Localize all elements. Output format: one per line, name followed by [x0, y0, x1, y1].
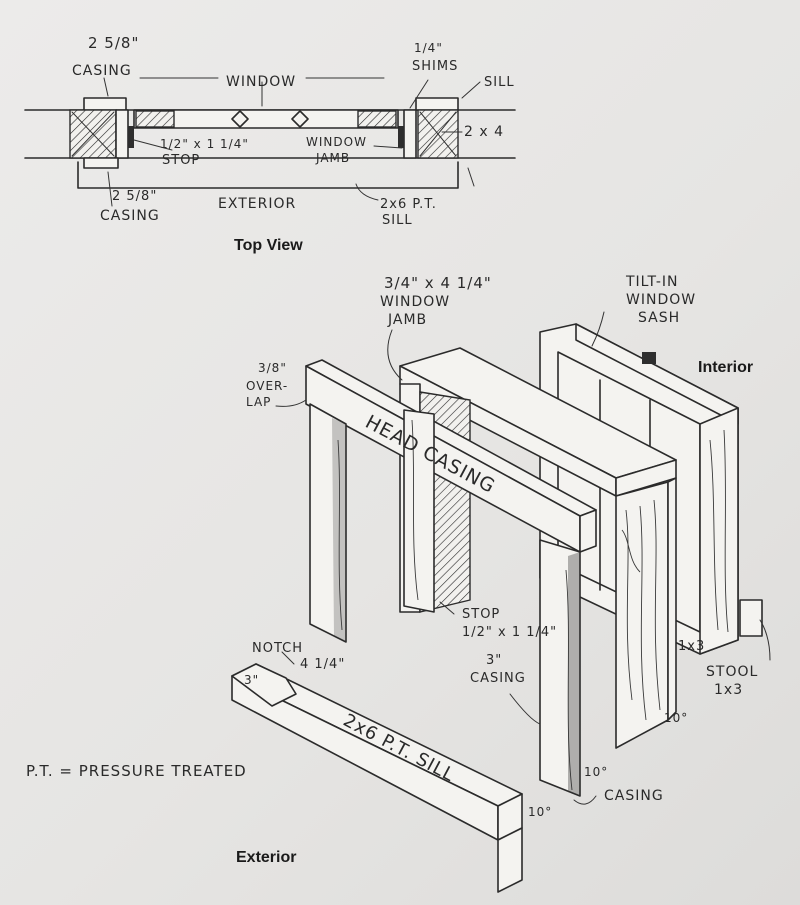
sash-label-1: TILT-IN	[625, 274, 678, 290]
two-by-four-label: 2 x 4	[464, 124, 504, 140]
one-by-three-label: 1x3	[678, 639, 705, 654]
isometric-view: 3/4" x 4 1/4" WINDOW JAMB TILT-IN WINDOW…	[231, 274, 771, 893]
jamb-label-1: WINDOW	[380, 294, 450, 310]
casing-bottom-label: CASING	[100, 208, 160, 224]
overlap-label-1: OVER-	[246, 379, 288, 393]
casing-top-label: CASING	[72, 63, 132, 79]
overlap-label-2: LAP	[246, 395, 271, 409]
sill-label: SILL	[484, 75, 515, 90]
angle-label-2: 10°	[584, 765, 608, 779]
stool-label: STOOL	[706, 664, 758, 680]
window-jamb-label-1: WINDOW	[306, 135, 367, 149]
pt-sill-board	[231, 663, 523, 893]
sash-label-2: WINDOW	[626, 292, 696, 308]
angle-label-3: 10°	[528, 805, 552, 819]
casing-bottom-size: 2 5/8"	[112, 189, 157, 204]
jamb-label-2: JAMB	[387, 312, 427, 328]
pt-sill-label-2: SILL	[382, 213, 413, 228]
casing-bottom-iso-label: CASING	[604, 788, 664, 804]
jamb-size: 3/4" x 4 1/4"	[384, 274, 492, 292]
stop-label: STOP	[162, 153, 200, 168]
top-view-title: Top View	[234, 237, 303, 254]
interior-label: Interior	[698, 359, 753, 376]
casing-top-size: 2 5/8"	[88, 34, 139, 52]
casing-3-size: 3"	[486, 653, 502, 668]
head-casing-assembly	[305, 359, 597, 797]
window-label: WINDOW	[226, 74, 296, 90]
shims-label: SHIMS	[412, 59, 458, 74]
stop-size: 1/2" x 1 1/4"	[160, 137, 249, 151]
stop-iso-label: STOP	[462, 607, 500, 622]
notch-3-size: 3"	[244, 673, 259, 687]
stop-iso-size: 1/2" x 1 1/4"	[462, 625, 557, 640]
top-view: 2 5/8" CASING WINDOW 1/4" SHIMS SILL 2 x…	[24, 34, 516, 254]
casing-3-label: CASING	[470, 671, 526, 686]
sash-label-3: SASH	[638, 310, 680, 326]
notch-label: NOTCH	[252, 641, 303, 656]
exterior-iso-label: Exterior	[236, 849, 296, 866]
pt-legend-note: P.T. = PRESSURE TREATED	[26, 762, 247, 780]
pt-sill-label-1: 2x6 P.T.	[380, 197, 437, 212]
notch-4-size: 4 1/4"	[300, 657, 345, 672]
angle-label-1: 10°	[664, 711, 688, 725]
window-jamb-label-2: JAMB	[315, 151, 350, 165]
exterior-top-label: EXTERIOR	[218, 196, 296, 212]
overlap-size: 3/8"	[258, 361, 287, 375]
stool-size: 1x3	[714, 682, 743, 698]
shims-size: 1/4"	[414, 41, 443, 55]
